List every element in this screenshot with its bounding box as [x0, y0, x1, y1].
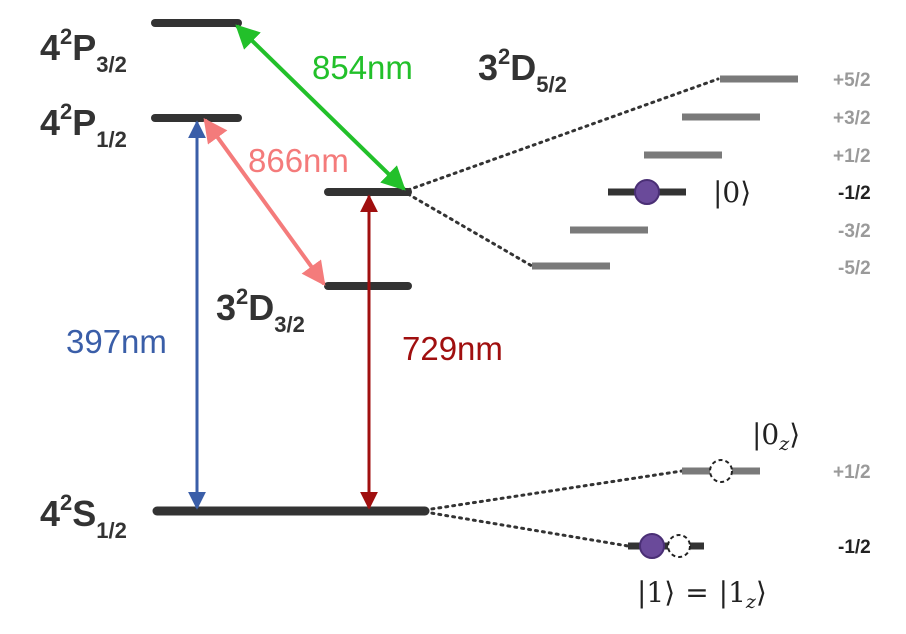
wavelength-866: 866nm [248, 142, 349, 179]
ion-filled-icon [639, 533, 665, 559]
label-d32: 32D3/2 [216, 284, 305, 337]
ket-one-equals-one-z: |1⟩=|1z⟩ [637, 576, 767, 613]
mj-label: -3/2 [838, 221, 871, 242]
ion-dashed-icon [709, 459, 733, 483]
dotted-d52-bottom [406, 192, 534, 268]
arrow-866 [203, 118, 326, 286]
label-d52: 32D5/2 [478, 44, 567, 97]
dotted-s12-top [423, 469, 684, 512]
arrow-854 [235, 24, 406, 191]
mj-label: +1/2 [833, 462, 871, 483]
label-p12: 42P1/2 [40, 99, 127, 152]
ket-zero: |0⟩ [713, 176, 751, 209]
ion-dashed-icon [667, 534, 691, 558]
ket-zero-z: |0z⟩ [752, 418, 800, 455]
wavelength-397: 397nm [66, 323, 167, 360]
mj-label: +3/2 [833, 108, 871, 129]
wavelength-729: 729nm [402, 330, 503, 367]
ion-filled-icon [634, 179, 660, 205]
mj-label: -1/2 [838, 183, 871, 204]
label-s12: 42S1/2 [40, 490, 127, 543]
mj-label: +1/2 [833, 146, 871, 167]
mj-label: +5/2 [833, 70, 871, 91]
mj-label: -1/2 [838, 537, 871, 558]
label-p32: 42P3/2 [40, 24, 127, 77]
mj-label: -5/2 [838, 258, 871, 279]
dotted-d52-top [406, 77, 720, 192]
dotted-s12-bottom [423, 510, 630, 548]
wavelength-854: 854nm [312, 49, 413, 86]
